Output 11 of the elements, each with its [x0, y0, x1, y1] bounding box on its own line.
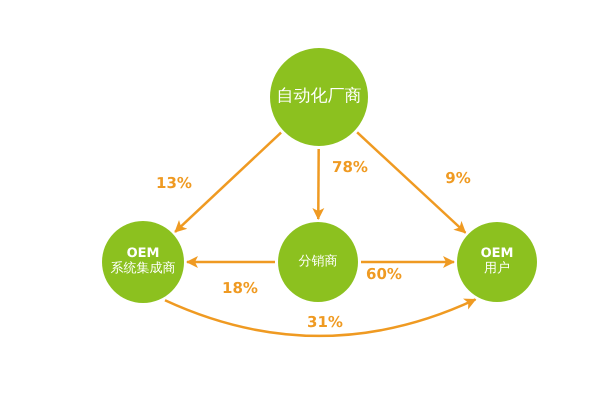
- arrow: [312, 149, 324, 220]
- node-label: 用户: [484, 262, 510, 277]
- arrow: [164, 298, 476, 338]
- node-label: 分销商: [298, 254, 338, 270]
- node-label: 系统集成商: [110, 262, 176, 277]
- arrow: [356, 131, 466, 234]
- node-label: OEM: [126, 247, 160, 262]
- node-label: 自动化厂商: [276, 87, 362, 107]
- arrow: [186, 256, 275, 268]
- node-label: OEM: [480, 247, 514, 262]
- arrow: [174, 132, 282, 233]
